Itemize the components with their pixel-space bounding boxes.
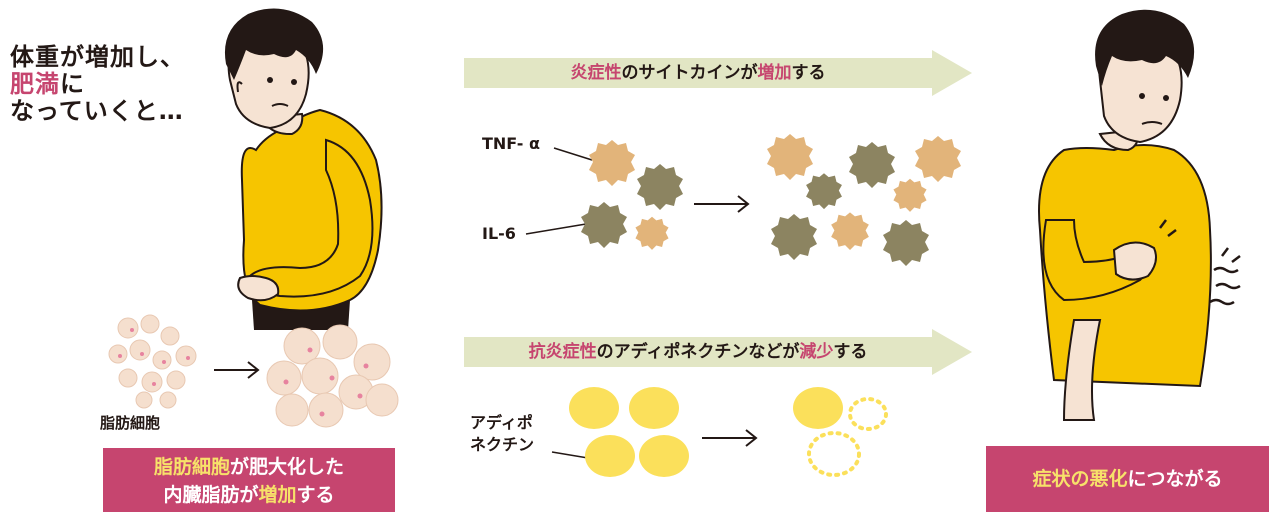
il6-cell [581, 202, 627, 248]
left-summary-line-1-rest: が肥大化した [230, 456, 345, 478]
intro-line-2: 肥満に [10, 71, 185, 98]
intro-line-2-rest: に [60, 70, 85, 98]
banner-top-part-4: する [791, 63, 826, 83]
fat-cells-enlarged-cluster [266, 324, 399, 428]
banner-top-arrow: 炎症性のサイトカインが増加する [464, 50, 972, 96]
left-summary-line-2: 内臓脂肪が増加する [103, 481, 395, 509]
banner-bottom-part-4: する [833, 342, 868, 362]
left-summary-box: 脂肪細胞が肥大化した 内臓脂肪が増加する [103, 448, 395, 512]
adiponectin-label-line-1: アディポ [470, 413, 533, 432]
person-left-illustration [224, 8, 383, 330]
tnf-alpha-label: TNF- α [482, 134, 540, 153]
banner-bottom-text: 抗炎症性のアディポネクチンなどが減少する [464, 337, 932, 367]
banner-top-highlight-2: 増加 [757, 63, 792, 83]
olive-cell-1 [637, 164, 683, 210]
adiponectin-label-line-2: ネクチン [470, 435, 535, 454]
adiponectin-before [551, 387, 689, 477]
tnf-cell [589, 140, 635, 186]
banner-bottom-part-2: のアディポネクチンなどが [596, 342, 800, 362]
person-right-illustration [1038, 9, 1241, 421]
hair-left [224, 8, 324, 80]
pain-lines [1159, 219, 1241, 306]
fat-cells-small-cluster [108, 314, 197, 409]
fat-cells-label: 脂肪細胞 [100, 414, 161, 432]
left-summary-line-2-start: 内臓脂肪が [163, 484, 259, 506]
banner-top-part-2: のサイトカインが [621, 63, 758, 83]
banner-bottom-highlight-1: 抗炎症性 [528, 342, 597, 362]
cytokines-before [525, 140, 683, 250]
left-summary-highlight-2: 増加 [258, 484, 297, 506]
right-summary-highlight: 症状の悪化 [1032, 468, 1128, 490]
right-summary-box: 症状の悪化につながる [986, 446, 1269, 512]
right-summary-rest: につながる [1127, 468, 1223, 490]
intro-caption: 体重が増加し、 肥満に なっていくと… [10, 44, 185, 125]
banner-top-text: 炎症性のサイトカインが増加する [464, 58, 932, 88]
il6-label: IL-6 [482, 224, 516, 243]
hand-left [237, 275, 280, 302]
banner-bottom-highlight-2: 減少 [799, 342, 834, 362]
left-summary-line-2-end: する [296, 484, 335, 506]
arrow-cytokines [694, 195, 750, 213]
left-summary-highlight-1: 脂肪細胞 [153, 456, 230, 478]
adiponectin-after [793, 387, 888, 477]
intro-line-1: 体重が増加し、 [10, 43, 185, 71]
tan-cell-small [635, 216, 669, 250]
hair-right [1095, 9, 1195, 86]
banner-top-highlight-1: 炎症性 [570, 63, 622, 83]
intro-line-3: なっていくと… [10, 97, 184, 125]
arrow-fat-cells [214, 361, 260, 379]
intro-obesity-highlight: 肥満 [10, 70, 60, 98]
arrow-adiponectin [702, 429, 758, 447]
cytokines-after [767, 134, 961, 266]
left-summary-line-1: 脂肪細胞が肥大化した [103, 453, 395, 481]
adiponectin-label: アディポ ネクチン [470, 412, 534, 456]
banner-bottom-arrow: 抗炎症性のアディポネクチンなどが減少する [464, 329, 972, 375]
